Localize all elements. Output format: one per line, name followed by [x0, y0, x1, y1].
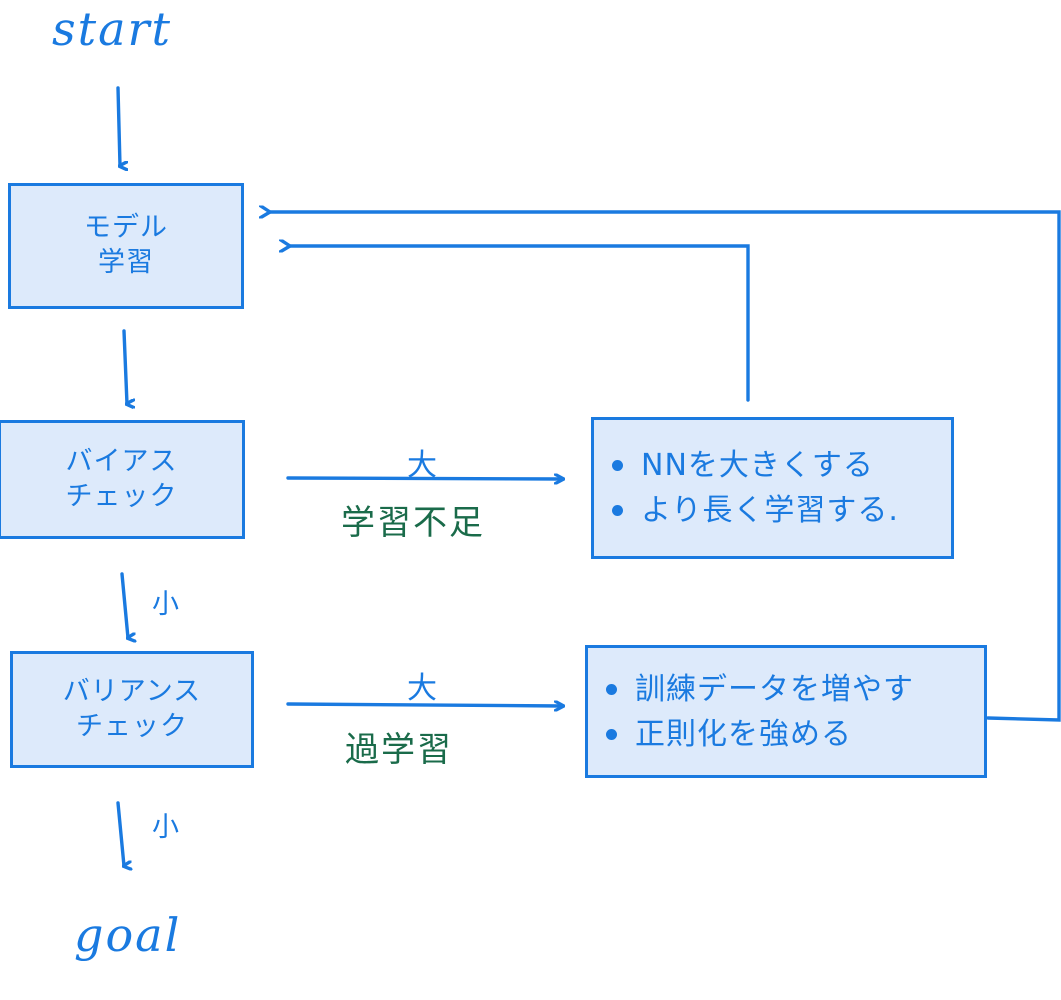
- edge-bias-to-underfit: [286, 478, 563, 479]
- edge-variance-to-overfit: [286, 704, 563, 706]
- edge-overfit-feedback: [270, 212, 1061, 722]
- start-label: start: [52, 2, 172, 56]
- edge-underfit-feedback: [290, 246, 750, 402]
- edge-model-to-bias: [122, 329, 127, 404]
- edge-label-variance-small: 小: [152, 812, 181, 843]
- edge-label-bias-small: 小: [152, 589, 181, 620]
- node-model-training-line-2: 学習: [98, 247, 154, 278]
- edge-label-bias-reason: 学習不足: [341, 503, 485, 543]
- node-bias-check-line-2: チェック: [65, 480, 178, 512]
- edge-label-variance-large: 大: [407, 671, 439, 706]
- overfit-action-item-2: 正則化を強める: [606, 712, 852, 757]
- node-variance-check-line-2: チェック: [76, 710, 188, 742]
- node-bias-check-line-1: バイアス: [65, 445, 178, 477]
- overfit-action-item-2-label: 正則化を強める: [635, 716, 852, 752]
- underfit-action-item-2-label: より長く学習する.: [641, 493, 899, 528]
- underfit-action-item-1-label: NNを大きくする: [641, 448, 874, 483]
- edge-start-to-model: [116, 86, 120, 166]
- node-model-training[interactable]: モデル 学習: [8, 183, 244, 309]
- edge-bias-to-variance: [120, 572, 128, 638]
- goal-label: goal: [74, 908, 182, 962]
- node-variance-check-line-1: バリアンス: [62, 675, 202, 707]
- bullet-icon: [612, 460, 623, 471]
- edge-label-bias-large: 大: [407, 448, 439, 483]
- node-underfit-actions[interactable]: NNを大きくする より長く学習する.: [591, 417, 954, 559]
- overfit-action-item-1: 訓練データを増やす: [606, 667, 914, 712]
- bullet-icon: [606, 728, 617, 740]
- bullet-icon: [612, 505, 623, 516]
- edge-variance-to-goal: [116, 801, 124, 866]
- node-variance-check[interactable]: バリアンス チェック: [10, 651, 254, 768]
- node-bias-check[interactable]: バイアス チェック: [0, 420, 245, 539]
- overfit-action-item-1-label: 訓練データを増やす: [635, 671, 914, 707]
- node-overfit-actions[interactable]: 訓練データを増やす 正則化を強める: [585, 645, 987, 778]
- underfit-action-item-2: より長く学習する.: [612, 488, 899, 533]
- underfit-action-item-1: NNを大きくする: [612, 443, 874, 488]
- edge-label-variance-reason: 過学習: [345, 730, 453, 770]
- bullet-icon: [606, 683, 617, 695]
- node-model-training-line-1: モデル: [84, 212, 168, 244]
